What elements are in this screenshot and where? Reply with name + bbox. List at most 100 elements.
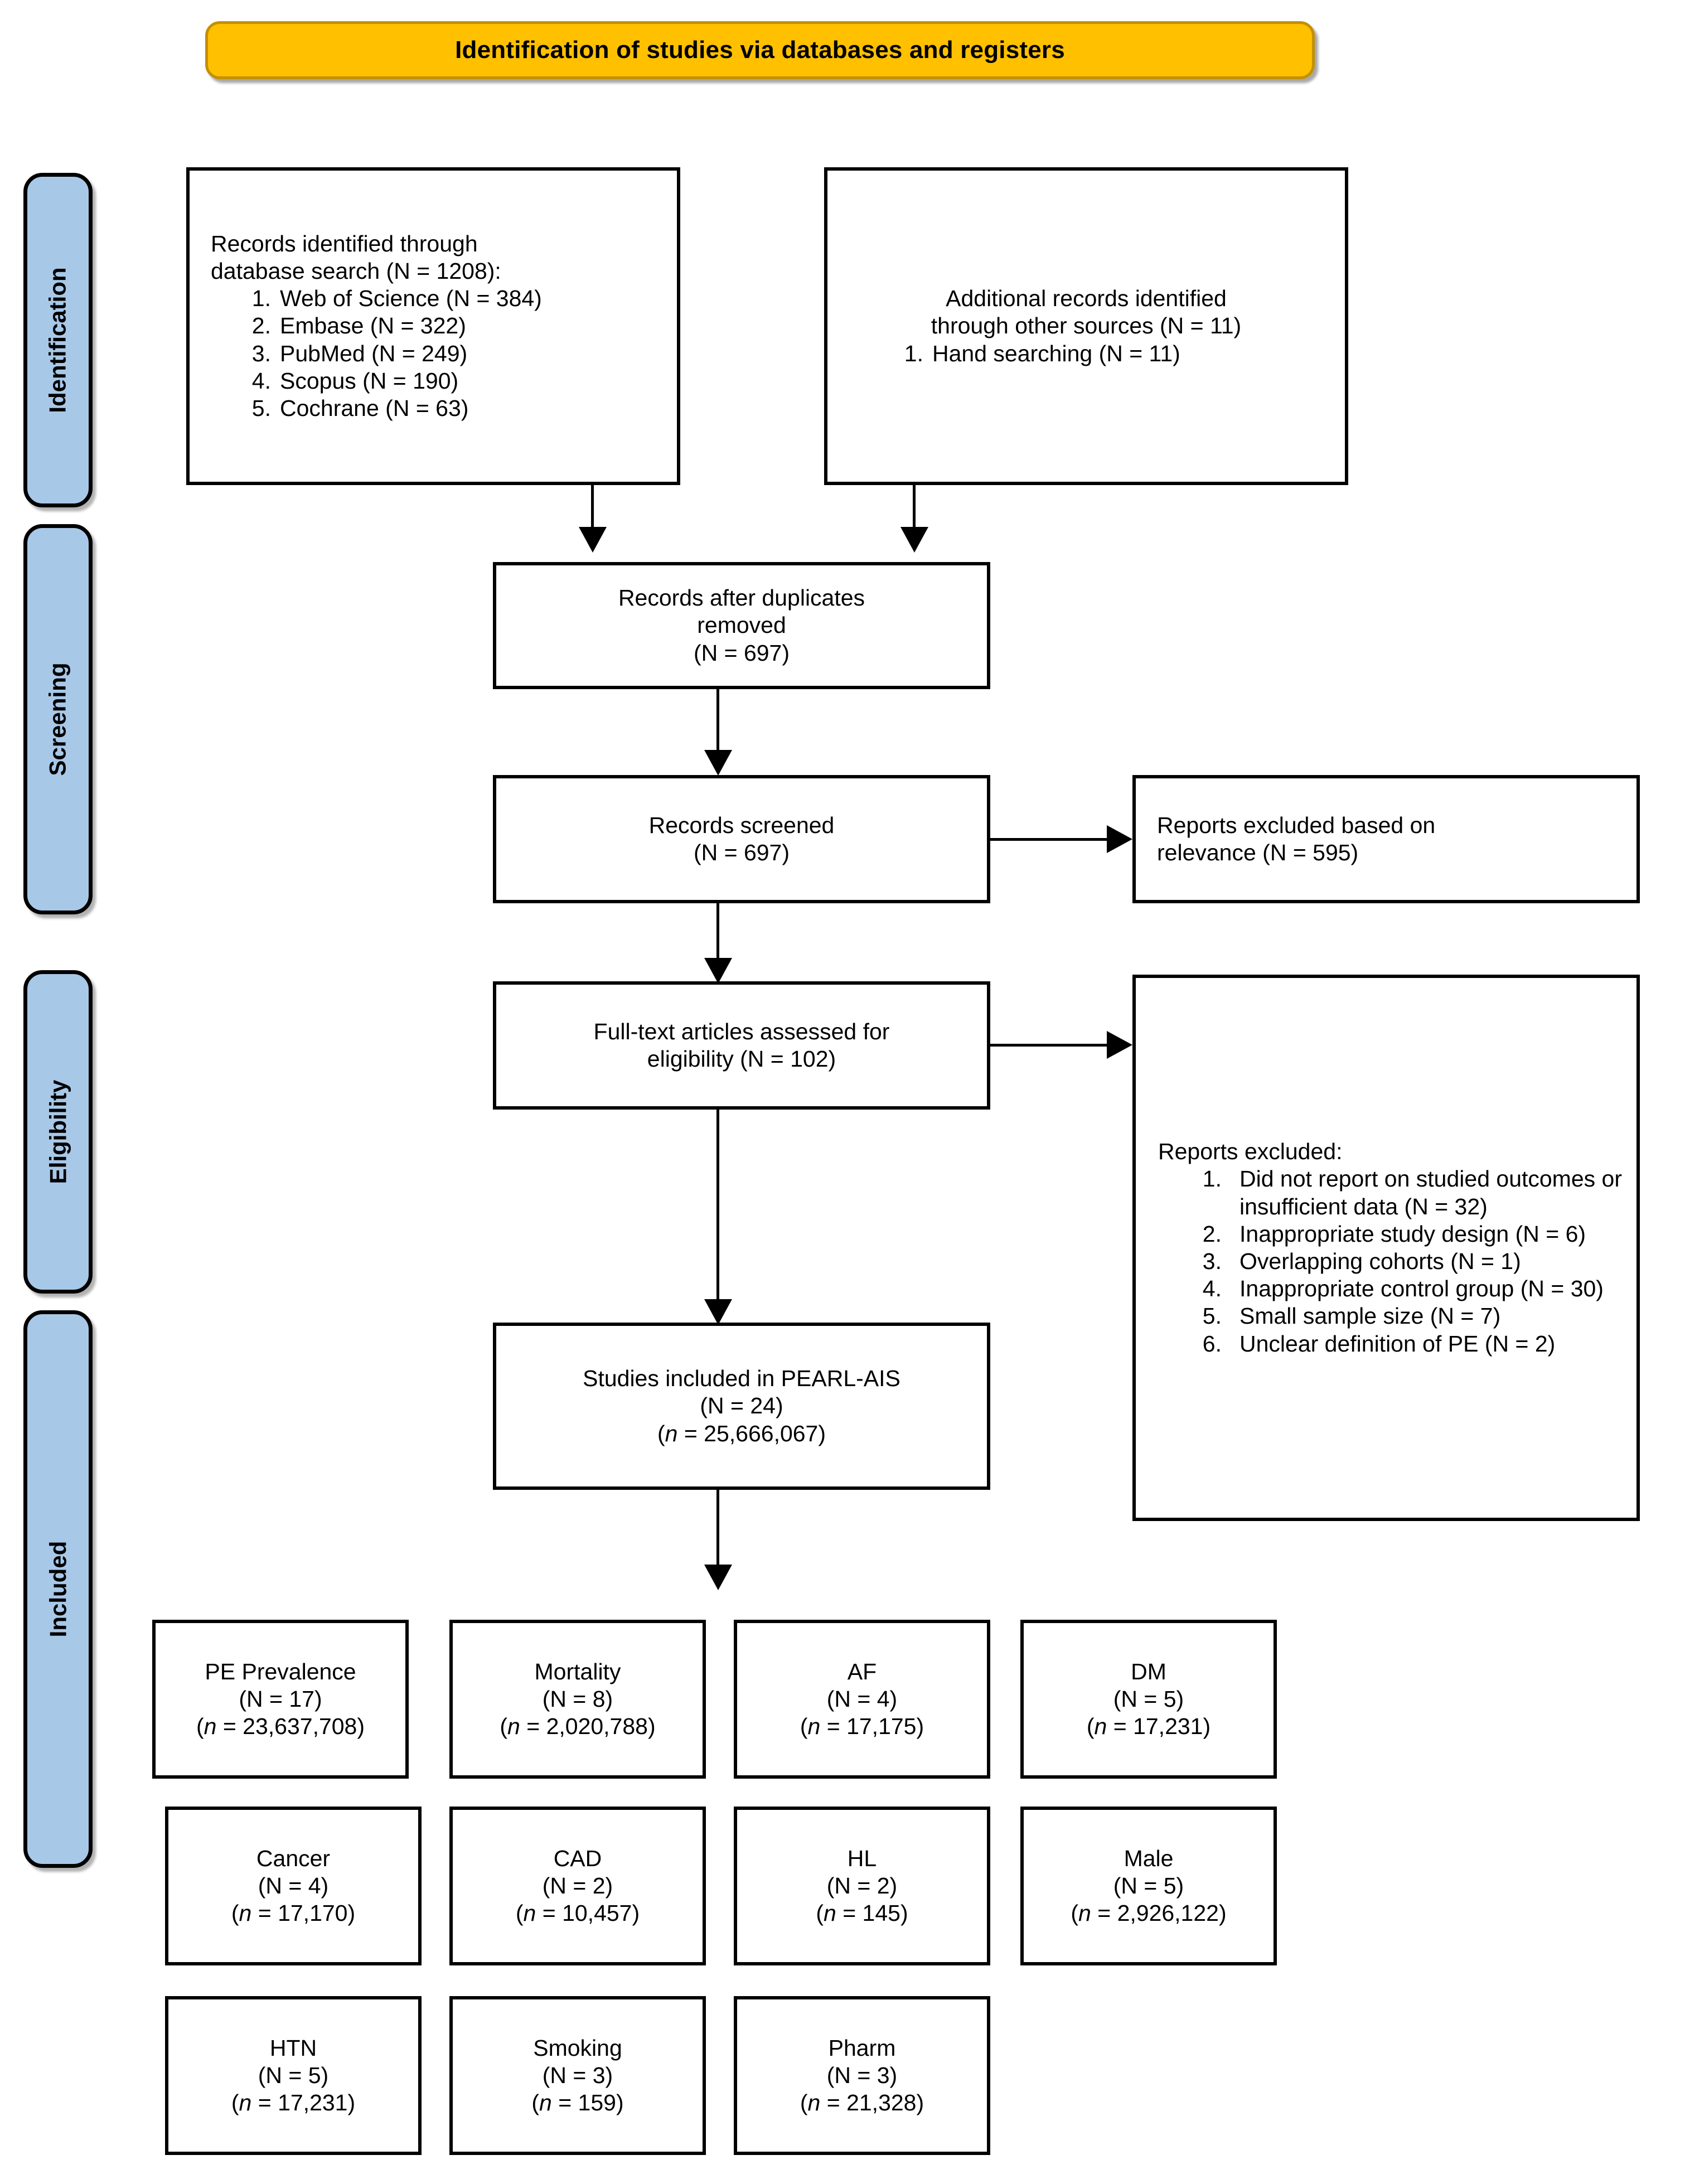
db-search-item-4: 4. Scopus (N = 190) <box>211 367 666 395</box>
outcome-box-cad: CAD (N = 2) (n = 10,457) <box>449 1807 706 1965</box>
outcome-participants-count: (n = 10,457) <box>515 1900 640 1926</box>
n-italic: n <box>824 1900 836 1926</box>
diagram-header-banner: Identification of studies via databases … <box>205 21 1315 79</box>
connector-other-sources-down <box>913 485 916 544</box>
outcome-studies-count: (N = 2) <box>542 1872 613 1899</box>
outcome-label: DM <box>1131 1658 1166 1684</box>
stage-label-eligibility: Eligibility <box>23 970 93 1294</box>
stage-label-included-text: Included <box>45 1541 71 1638</box>
outcome-label: HL <box>847 1845 877 1871</box>
excluded-relevance-line1: Reports excluded based on <box>1157 812 1436 838</box>
outcome-studies-count: (N = 3) <box>542 2062 613 2088</box>
stage-label-identification: Identification <box>23 173 93 507</box>
box-records-screened: Records screened (N = 697) <box>493 775 990 903</box>
connector-fulltext-to-excluded <box>990 1044 1110 1047</box>
excluded-relevance-line2: relevance (N = 595) <box>1157 840 1359 865</box>
box-records-after-duplicates: Records after duplicates removed (N = 69… <box>493 562 990 689</box>
outcome-participants-count: (n = 159) <box>531 2090 624 2116</box>
records-screened-line1: Records screened <box>648 812 835 838</box>
outcome-participants-count: (n = 17,231) <box>231 2090 356 2116</box>
stage-label-screening-text: Screening <box>45 662 71 776</box>
outcome-studies-count: (N = 3) <box>826 2062 898 2088</box>
outcome-box-pharm: Pharm (N = 3) (n = 21,328) <box>734 1996 990 2155</box>
reports-excluded-item-6-num: 6. <box>1202 1330 1222 1357</box>
stage-label-screening: Screening <box>23 524 93 914</box>
outcome-studies-count: (N = 2) <box>826 1872 898 1899</box>
box-studies-included: Studies included in PEARL-AIS (N = 24) (… <box>493 1323 990 1490</box>
outcome-studies-count: (N = 5) <box>258 2062 329 2088</box>
arrowhead-fulltext-to-excluded <box>1107 1031 1132 1059</box>
db-search-line2: database search (N = 1208): <box>211 258 501 284</box>
box-fulltext-assessed: Full-text articles assessed for eligibil… <box>493 981 990 1110</box>
outcome-participants-count: (n = 23,637,708) <box>196 1713 365 1740</box>
connector-duplicates-to-screened <box>716 689 719 770</box>
n-italic: n <box>539 2090 552 2116</box>
n-italic: n <box>204 1713 217 1740</box>
db-search-item-4-num: 4. <box>251 367 271 394</box>
outcome-box-dm: DM (N = 5) (n = 17,231) <box>1020 1620 1277 1779</box>
outcome-box-hl: HL (N = 2) (n = 145) <box>734 1807 990 1965</box>
stage-label-included: Included <box>23 1310 93 1868</box>
box-reports-excluded-list: Reports excluded: 1. Did not report on s… <box>1132 975 1640 1521</box>
outcome-participants-count: (n = 17,175) <box>800 1713 924 1740</box>
reports-excluded-item-3-num: 3. <box>1202 1248 1222 1274</box>
outcome-studies-count: (N = 8) <box>542 1686 613 1712</box>
outcome-label: CAD <box>553 1845 602 1871</box>
outcome-participants-count: (n = 2,926,122) <box>1071 1900 1227 1926</box>
outcome-studies-count: (N = 4) <box>258 1872 329 1899</box>
outcome-box-smoking: Smoking (N = 3) (n = 159) <box>449 1996 706 2155</box>
db-search-item-3-num: 3. <box>251 340 271 366</box>
outcome-box-pe-prevalence: PE Prevalence (N = 17) (n = 23,637,708) <box>152 1620 409 1779</box>
outcome-label: Cancer <box>256 1845 331 1871</box>
arrowhead-other-sources-down <box>900 527 928 553</box>
outcome-participants-count: (n = 21,328) <box>800 2090 924 2116</box>
paren-open: ( <box>657 1420 665 1446</box>
stage-label-identification-text: Identification <box>45 267 71 413</box>
reports-excluded-item-2: 2. Inappropriate study design (N = 6) <box>1158 1221 1629 1248</box>
outcome-label: AF <box>847 1658 877 1684</box>
reports-excluded-item-3-text: Overlapping cohorts (N = 1) <box>1239 1248 1521 1274</box>
duplicates-line1: Records after duplicates <box>618 585 865 611</box>
outcome-participants-count: (n = 2,020,788) <box>500 1713 656 1740</box>
outcome-studies-count: (N = 5) <box>1113 1872 1184 1899</box>
reports-excluded-item-5-text: Small sample size (N = 7) <box>1239 1303 1501 1329</box>
connector-screened-to-fulltext <box>716 903 719 979</box>
db-search-item-3: 3. PubMed (N = 249) <box>211 340 666 367</box>
connector-db-search-down <box>591 485 594 544</box>
other-sources-line1: Additional records identified <box>946 285 1227 312</box>
n-italic: n <box>1094 1713 1107 1740</box>
reports-excluded-item-5: 5. Small sample size (N = 7) <box>1158 1302 1629 1330</box>
outcome-box-af: AF (N = 4) (n = 17,175) <box>734 1620 990 1779</box>
outcome-label: PE Prevalence <box>205 1658 356 1684</box>
n-italic: n <box>665 1420 678 1446</box>
outcome-box-cancer: Cancer (N = 4) (n = 17,170) <box>165 1807 422 1965</box>
outcome-label: Smoking <box>533 2035 622 2061</box>
arrowhead-screened-to-fulltext <box>704 958 732 984</box>
stage-label-eligibility-text: Eligibility <box>45 1079 71 1184</box>
outcome-label: Pharm <box>828 2035 896 2061</box>
db-search-item-1: 1. Web of Science (N = 384) <box>211 285 666 312</box>
records-screened-line2: (N = 697) <box>693 840 790 865</box>
outcome-participants-count: (n = 17,231) <box>1086 1713 1211 1740</box>
n-italic: n <box>807 1713 821 1740</box>
outcome-studies-count: (N = 4) <box>826 1686 898 1712</box>
box-reports-excluded-relevance: Reports excluded based on relevance (N =… <box>1132 775 1640 903</box>
reports-excluded-item-6-text: Unclear definition of PE (N = 2) <box>1239 1330 1556 1357</box>
outcome-studies-count: (N = 5) <box>1113 1686 1184 1712</box>
n-italic: n <box>807 2090 821 2116</box>
other-sources-list: 1. Hand searching (N = 11) <box>841 340 1331 367</box>
reports-excluded-item-4-num: 4. <box>1202 1276 1222 1302</box>
db-search-item-3-text: PubMed (N = 249) <box>280 340 468 366</box>
studies-included-line1: Studies included in PEARL-AIS <box>583 1365 900 1392</box>
connector-screened-to-excluded <box>990 838 1110 841</box>
reports-excluded-heading: Reports excluded: <box>1158 1139 1343 1165</box>
n-italic: n <box>1078 1900 1091 1926</box>
duplicates-line3: (N = 697) <box>693 640 790 666</box>
box-records-identified-database: Records identified through database sear… <box>186 167 680 485</box>
outcome-participants-count: (n = 145) <box>816 1900 908 1926</box>
outcome-label: Male <box>1124 1845 1174 1871</box>
db-search-item-2: 2. Embase (N = 322) <box>211 312 666 340</box>
studies-included-line2: (N = 24) <box>700 1393 783 1419</box>
db-search-line1: Records identified through <box>211 230 478 256</box>
